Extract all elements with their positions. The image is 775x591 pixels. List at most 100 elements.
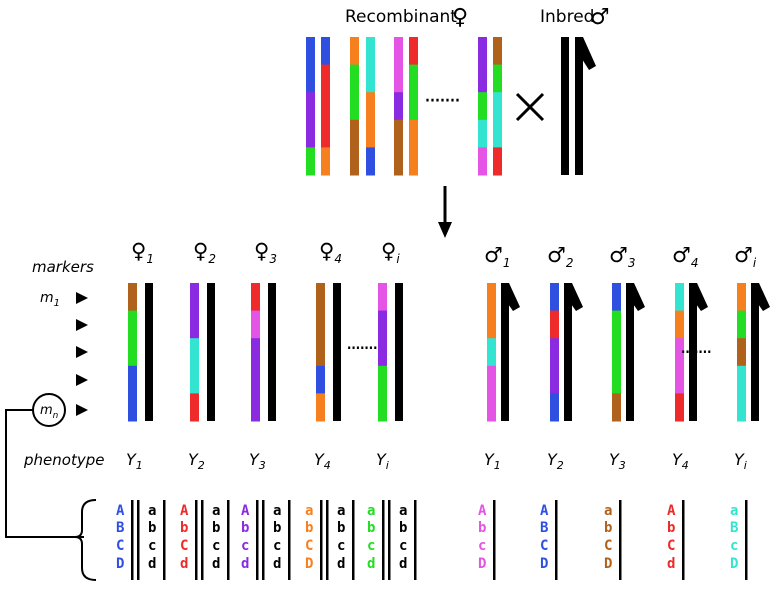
segment-purple: [478, 64, 487, 93]
segment-green: [350, 92, 359, 121]
parent-chromosome: [478, 37, 487, 176]
parent-chromosome: [350, 37, 359, 176]
female-progeny-i: ♀iYi: [376, 239, 403, 472]
segment-green: [128, 338, 137, 367]
segment-green: [350, 64, 359, 93]
male-y-hook: [689, 283, 708, 311]
male-symbol: ♂1: [484, 243, 510, 270]
segment-orange: [366, 92, 375, 121]
segment-green: [612, 365, 621, 394]
allele: B: [116, 520, 124, 536]
marker-arrow-icon: [76, 404, 88, 416]
allele: b: [667, 520, 675, 536]
segment-brown: [316, 283, 325, 312]
phenotype-value: Y4: [314, 450, 331, 472]
male-progeny: ♂1Y1♂2Y2♂3Y3♂4Y4♂iYi: [484, 243, 770, 472]
female-progeny-3: ♀3Y3: [249, 239, 277, 472]
segment-red: [550, 310, 559, 339]
genotype-separator: [262, 500, 265, 580]
segment-orange: [366, 119, 375, 148]
phenotype-value: Y3: [609, 450, 626, 472]
segment-cyan: [366, 37, 375, 66]
markers-label: markers: [32, 258, 94, 276]
svg-text:mn: mn: [40, 403, 59, 421]
allele: a: [305, 503, 313, 519]
genotype-separator: [163, 500, 166, 580]
segment-red: [251, 283, 260, 312]
genotype-separator: [320, 500, 323, 580]
inbred-male-symbol: ♂: [590, 5, 610, 30]
allele: B: [540, 520, 548, 536]
marker-mn-circle: mn: [32, 393, 66, 427]
segment-brown: [493, 37, 502, 66]
female-inbred-chromosome: [333, 283, 341, 421]
segment-magenta: [394, 64, 403, 93]
male-progeny-2: ♂2Y2: [547, 243, 583, 472]
inbred-allele: b: [273, 520, 281, 536]
cross-icon: [515, 92, 545, 122]
segment-purple: [306, 119, 315, 148]
segment-orange: [487, 283, 496, 312]
allele: A: [116, 503, 125, 519]
inbred-allele: d: [273, 556, 281, 572]
segment-orange: [321, 147, 330, 176]
parent-chromosome: [394, 37, 403, 176]
segment-red: [321, 92, 330, 121]
parent-chromosome: [409, 37, 418, 176]
genotype-separator: [682, 500, 685, 580]
segment-green: [306, 147, 315, 176]
parent-chromosome: [366, 37, 375, 176]
segment-purple: [190, 283, 199, 312]
allele: c: [241, 538, 249, 554]
phenotype-value: Y2: [188, 450, 205, 472]
segment-magenta: [675, 365, 684, 394]
male-progeny-4: ♂4Y4: [672, 243, 708, 472]
male-symbol: ♂2: [547, 243, 573, 270]
allele: C: [180, 538, 188, 554]
male-recombinant-chromosome: [737, 283, 746, 422]
segment-blue: [306, 37, 315, 66]
segment-magenta: [487, 365, 496, 394]
allele: C: [604, 538, 612, 554]
genotype-separator: [382, 500, 385, 580]
segment-purple: [378, 338, 387, 367]
male-y-chromosome: [689, 283, 697, 421]
marker-arrow-icon: [76, 292, 88, 304]
allele: d: [667, 556, 675, 572]
phenotype-value: Yi: [734, 450, 747, 472]
inbred-allele: c: [148, 538, 156, 554]
allele: C: [667, 538, 675, 554]
segment-blue: [550, 393, 559, 422]
segment-green: [612, 310, 621, 339]
segment-brown: [316, 310, 325, 339]
inbred-allele: b: [212, 520, 220, 536]
segment-blue: [612, 283, 621, 312]
segment-orange: [409, 119, 418, 148]
phenotype-label: phenotype: [23, 451, 104, 469]
segment-red: [675, 393, 684, 422]
segment-orange: [350, 37, 359, 66]
segment-purple: [190, 310, 199, 339]
inbred-allele: b: [399, 520, 407, 536]
genotype-separator: [326, 500, 329, 580]
female-progeny-4: ♀4Y4: [314, 239, 342, 472]
parent-chromosome: [321, 37, 330, 176]
inbred-allele: a: [337, 503, 345, 519]
female-symbol: ♀i: [381, 239, 400, 266]
female-recombinant-chromosome: [316, 283, 325, 422]
segment-blue: [316, 365, 325, 394]
segment-purple: [251, 393, 260, 422]
segment-orange: [409, 147, 418, 176]
genotype-separator: [227, 500, 230, 580]
male-ellipsis: ·······: [680, 340, 711, 364]
segment-blue: [128, 393, 137, 422]
female-inbred-chromosome: [395, 283, 403, 421]
segment-magenta: [487, 393, 496, 422]
segment-green: [493, 64, 502, 93]
segment-brown: [350, 119, 359, 148]
segment-purple: [478, 37, 487, 66]
segment-cyan: [737, 393, 746, 422]
segment-red: [409, 37, 418, 66]
